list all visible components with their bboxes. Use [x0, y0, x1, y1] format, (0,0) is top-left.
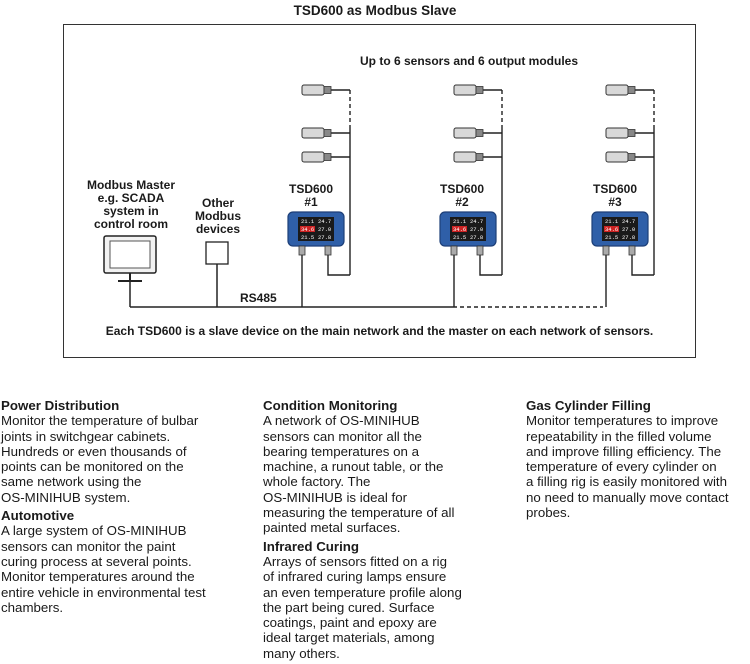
sensor-cap: [475, 129, 484, 137]
master-label: Modbus Master e.g. SCADA system in contr…: [86, 178, 175, 231]
unit-display-alarm: [452, 226, 467, 232]
section-condition-monitoring: Condition Monitoring A network of OS-MIN…: [263, 398, 503, 536]
display-reading: 21.5: [301, 234, 314, 241]
cable-gland: [324, 245, 332, 256]
sensor-icon: [605, 127, 629, 139]
cable-gland: [298, 245, 306, 256]
sensor-icon: [605, 84, 629, 96]
diagram-frame: [63, 24, 696, 358]
display-reading: 27.8: [318, 234, 331, 241]
section-heading: Automotive: [1, 508, 75, 524]
sensor-cap: [475, 86, 484, 94]
column-1: Power Distribution Monitor the temperatu…: [1, 398, 241, 618]
column-3: Gas Cylinder Filling Monitor temperature…: [526, 398, 750, 523]
display-reading: 21.5: [605, 234, 618, 241]
display-reading: 27.0: [622, 226, 635, 233]
sensor-chain-link: [327, 255, 350, 276]
section-heading: Infrared Curing: [263, 538, 360, 554]
section-heading: Condition Monitoring: [263, 398, 398, 413]
cable-gland: [476, 245, 484, 256]
unit-label-1: TSD600#1: [288, 182, 334, 209]
sensor-cap: [323, 86, 332, 94]
cable-gland: [602, 245, 610, 256]
display-reading: 27.0: [470, 226, 483, 233]
display-reading: 21.1: [453, 218, 467, 225]
column-2: Condition Monitoring A network of OS-MIN…: [263, 398, 503, 664]
sensor-cap: [475, 153, 484, 161]
sensor-icon: [453, 151, 477, 163]
display-reading: 27.0: [318, 226, 331, 233]
sensor-chain-link: [479, 255, 502, 276]
unit-label-2: TSD600#2: [439, 182, 485, 209]
display-reading: 24.7: [470, 218, 483, 225]
diagram-caption: Each TSD600 is a slave device on the mai…: [105, 324, 654, 338]
sensor-cap: [323, 153, 332, 161]
sensor-icon: [301, 127, 325, 139]
sensors-note: Up to 6 sensors and 6 output modules: [360, 54, 579, 68]
sensor-cap: [627, 153, 636, 161]
sensor-icon: [453, 127, 477, 139]
display-reading: 24.7: [318, 218, 331, 225]
unit-label-3: TSD600#3: [592, 182, 638, 209]
unit-display-alarm: [604, 226, 619, 232]
sensor-icon: [605, 151, 629, 163]
display-reading: 21.1: [301, 218, 315, 225]
display-reading: 34.6: [605, 226, 618, 233]
section-heading: Power Distribution: [1, 398, 120, 413]
diagram-title: TSD600 as Modbus Slave: [293, 3, 457, 18]
display-reading: 34.6: [301, 226, 314, 233]
sensor-chain-link: [631, 255, 654, 276]
section-gas-cylinder-filling: Gas Cylinder Filling Monitor temperature…: [526, 398, 750, 520]
section-heading: Gas Cylinder Filling: [526, 398, 651, 413]
sensor-icon: [301, 84, 325, 96]
monitor-icon: [103, 235, 157, 282]
display-reading: 34.6: [453, 226, 466, 233]
section-infrared-curing: Infrared Curing Arrays of sensors fitted…: [263, 539, 503, 661]
sensor-cap: [323, 129, 332, 137]
other-device-icon: [205, 241, 229, 265]
sensor-cap: [627, 129, 636, 137]
sensor-cap: [627, 86, 636, 94]
rs485-label: RS485: [240, 291, 277, 305]
sensor-icon: [301, 151, 325, 163]
section-power-distribution: Power Distribution Monitor the temperatu…: [1, 398, 241, 505]
other-devices-label: Other Modbus devices: [195, 196, 241, 236]
display-reading: 27.8: [622, 234, 635, 241]
unit-display-alarm: [300, 226, 315, 232]
sensor-icon: [453, 84, 477, 96]
cable-gland: [450, 245, 458, 256]
display-reading: 21.1: [605, 218, 619, 225]
cable-gland: [628, 245, 636, 256]
display-reading: 21.5: [453, 234, 466, 241]
display-reading: 27.8: [470, 234, 483, 241]
display-reading: 24.7: [622, 218, 635, 225]
